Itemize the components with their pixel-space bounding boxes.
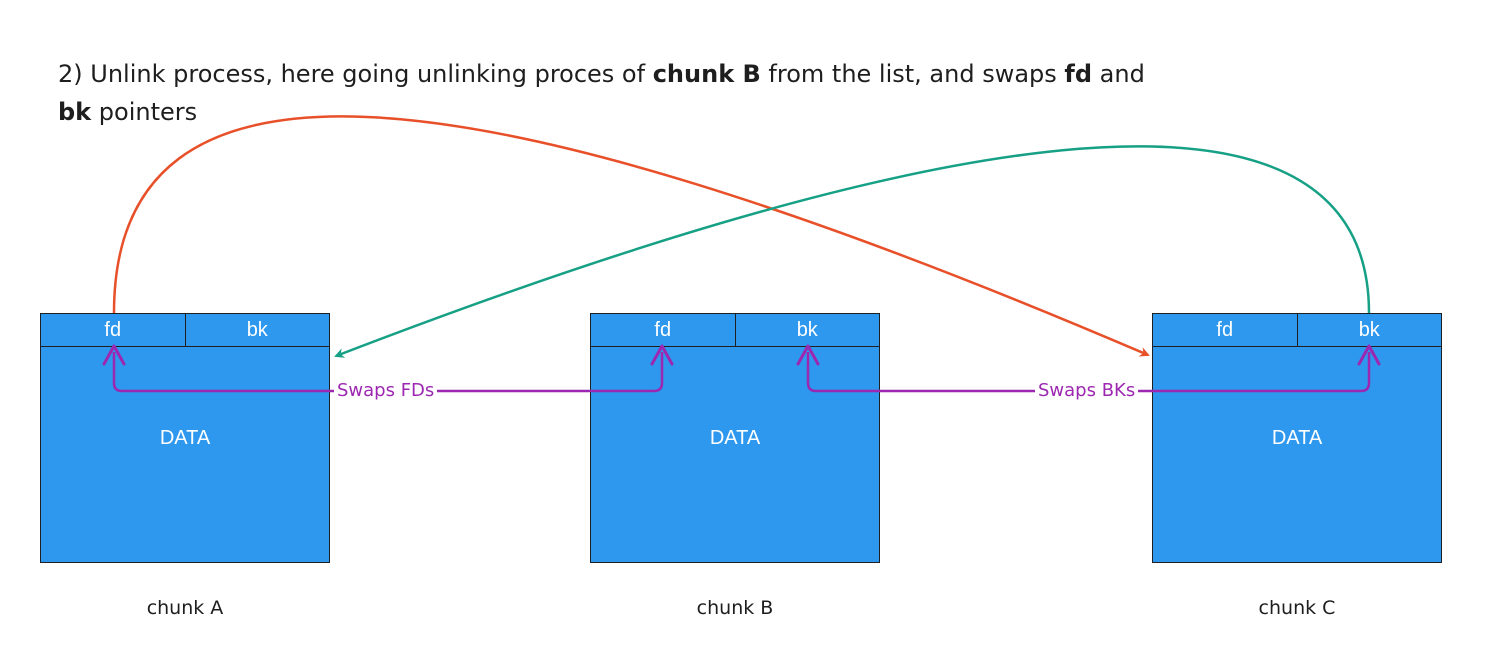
chunk-b-fd-field: fd [654,318,672,341]
chunk-a-data: DATA [159,427,211,449]
chunk-b-box: fd bk DATA [590,313,880,563]
chunk-a-header: fd bk [41,314,329,347]
fd-pointer-arrow [112,115,1150,357]
swap-fds-arrowhead-b [650,344,674,366]
chunk-a-bk-field: bk [184,314,330,346]
chunk-b-bk-field: bk [734,314,880,346]
swap-bks-arrowhead-c [1357,344,1381,366]
chunk-b-header: fd bk [591,314,879,347]
chunk-a-box: fd bk DATA [40,313,330,563]
chunk-c-box: fd bk DATA [1152,313,1442,563]
chunk-b-caption: chunk B [696,597,774,619]
chunk-c-caption: chunk C [1258,597,1336,619]
swap-bks-label: Swaps BKs [1035,380,1139,402]
chunk-a-caption: chunk A [146,597,224,619]
bk-pointer-arrow [334,145,1371,358]
chunk-c-header: fd bk [1153,314,1441,347]
title-middle: from the list, and swaps [760,60,1065,88]
title-bold-chunk-b: chunk B [652,60,761,88]
title-prefix: 2) Unlink process, here going unlinking … [58,60,653,88]
chunk-c-bk-field: bk [1296,314,1442,346]
title-suffix: pointers [91,98,198,126]
chunk-b-data: DATA [709,427,761,449]
title-bold-fd: fd [1064,60,1093,88]
title-middle2: and [1092,60,1145,88]
chunk-c-fd-field: fd [1216,318,1234,341]
swap-fds-label: Swaps FDs [334,380,438,402]
title-bold-bk: bk [58,98,92,126]
swap-fds-arrowhead-a [102,344,126,366]
chunk-c-data: DATA [1271,427,1323,449]
chunk-a-fd-field: fd [104,318,122,341]
diagram-title: 2) Unlink process, here going unlinking … [58,55,1188,131]
swap-bks-arrowhead-b [796,344,820,366]
